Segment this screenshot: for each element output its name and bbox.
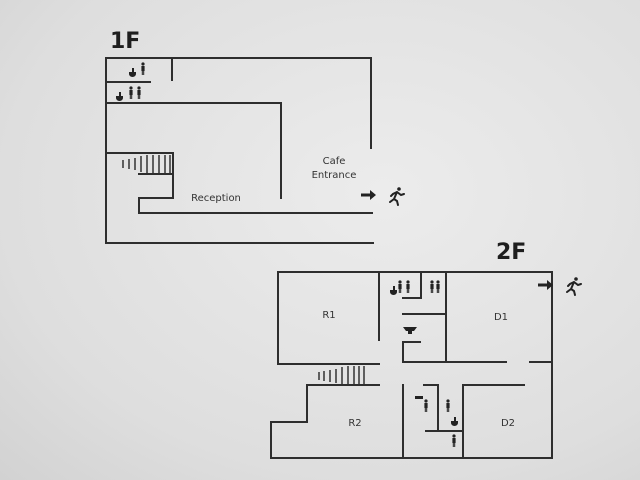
- room-r1: R1: [322, 310, 335, 321]
- running-person-icon: [566, 276, 582, 296]
- room-cafe-line2: Entrance: [312, 170, 357, 181]
- walls-1f: [105, 57, 374, 244]
- sink-icon: [403, 327, 423, 399]
- floor-1f: 1F Reception Cafe Entrance: [105, 29, 405, 244]
- floor-2f: 2F R1 D1: [270, 240, 582, 459]
- room-cafe-line1: Cafe: [323, 156, 346, 167]
- floor-label-2f: 2F: [496, 240, 526, 265]
- male-female-icon: [129, 62, 145, 99]
- stairs-icon: [122, 155, 171, 173]
- walls-2f: [270, 271, 553, 459]
- floor-label-1f: 1F: [110, 29, 140, 54]
- running-person-icon: [389, 186, 405, 206]
- male-female-icon: [398, 280, 456, 447]
- room-d2: D2: [501, 418, 515, 429]
- room-r2: R2: [348, 418, 361, 429]
- stairs-icon: [318, 366, 365, 384]
- room-d1: D1: [494, 312, 508, 323]
- exit-arrow-icon: [361, 190, 376, 200]
- room-reception: Reception: [191, 193, 241, 204]
- toilet-icon: [116, 68, 136, 101]
- exit-arrow-icon: [538, 280, 553, 290]
